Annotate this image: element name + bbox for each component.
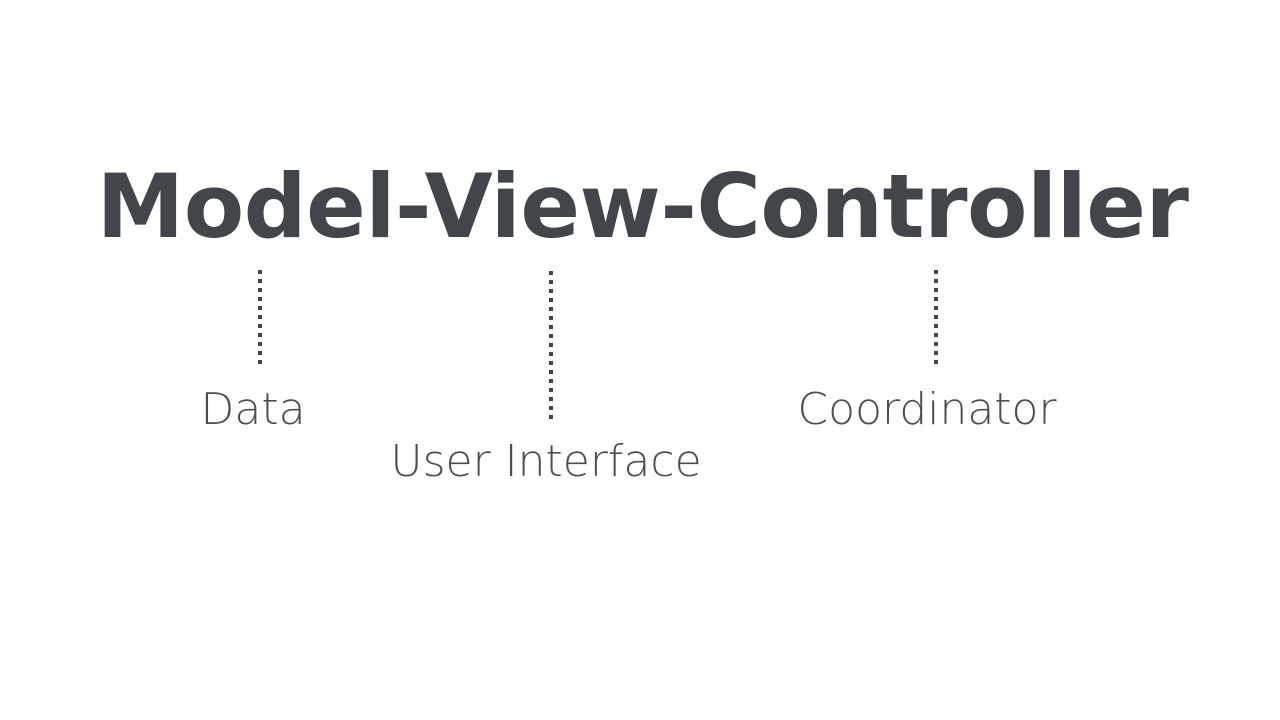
label-model-data: Data <box>200 384 306 435</box>
controller-connector-line <box>934 270 938 366</box>
label-view-user-interface: User Interface <box>390 436 702 487</box>
label-controller-coordinator: Coordinator <box>797 384 1057 435</box>
page-title: Model-View-Controller <box>96 155 1189 258</box>
model-connector-line <box>258 270 262 366</box>
view-connector-line <box>549 271 553 419</box>
